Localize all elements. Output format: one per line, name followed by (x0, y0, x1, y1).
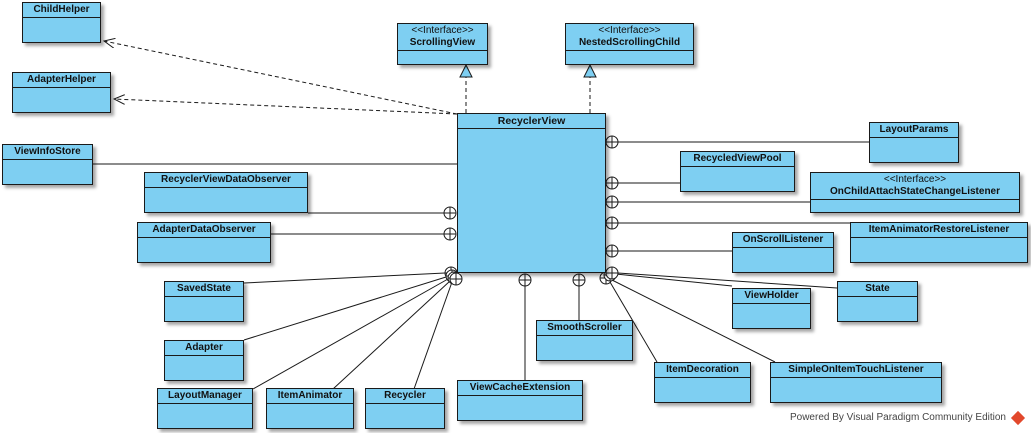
class-name: ItemAnimatorRestoreListener (851, 223, 1027, 238)
class-name: AdapterDataObserver (138, 223, 270, 238)
class-childhelper: ChildHelper (22, 2, 101, 43)
class-name: State (838, 282, 917, 297)
class-name: <<Interface>> NestedScrollingChild (566, 24, 693, 51)
class-viewcacheextension: ViewCacheExtension (457, 380, 583, 421)
class-name-text: OnChildAttachStateChangeListener (829, 186, 1001, 197)
visual-paradigm-logo-icon (1010, 410, 1026, 425)
class-itemanimator: ItemAnimator (266, 388, 354, 429)
class-name: LayoutManager (158, 389, 252, 404)
class-simpleonitemtouchlistener: SimpleOnItemTouchListener (770, 362, 942, 403)
class-state: State (837, 281, 918, 322)
class-name: SavedState (165, 282, 243, 297)
class-viewinfostore: ViewInfoStore (2, 144, 93, 185)
class-itemanimatorrestorelistener: ItemAnimatorRestoreListener (850, 222, 1028, 263)
class-name: OnScrollListener (733, 233, 833, 248)
class-recycledviewpool: RecycledViewPool (680, 151, 795, 192)
class-name: LayoutParams (870, 123, 958, 138)
class-savedstate: SavedState (164, 281, 244, 322)
class-name: SmoothScroller (537, 321, 632, 336)
class-layoutparams: LayoutParams (869, 122, 959, 163)
class-name: RecyclerViewDataObserver (145, 173, 307, 188)
class-adapterhelper: AdapterHelper (12, 72, 111, 113)
class-name: SimpleOnItemTouchListener (771, 363, 941, 378)
class-name: ViewHolder (733, 289, 810, 304)
class-name: RecyclerView (458, 114, 605, 129)
class-name: <<Interface>> OnChildAttachStateChangeLi… (811, 173, 1019, 200)
realization-triangle-scrollingview (459, 63, 473, 78)
stereotype: <<Interface>> (598, 25, 661, 36)
class-viewholder: ViewHolder (732, 288, 811, 329)
class-name: Recycler (366, 389, 444, 404)
stereotype: <<Interface>> (411, 25, 474, 36)
class-name: AdapterHelper (13, 73, 110, 88)
class-recycler: Recycler (365, 388, 445, 429)
class-name: ItemAnimator (267, 389, 353, 404)
class-smoothscroller: SmoothScroller (536, 320, 633, 361)
class-recyclerview: RecyclerView (457, 113, 606, 273)
class-adapter: Adapter (164, 340, 244, 381)
class-name: <<Interface>> ScrollingView (398, 24, 487, 51)
class-name: RecycledViewPool (681, 152, 794, 167)
class-nestedscrollingchild: <<Interface>> NestedScrollingChild (565, 23, 694, 65)
class-name: ChildHelper (23, 3, 100, 18)
class-name: ViewCacheExtension (458, 381, 582, 396)
class-name-text: NestedScrollingChild (578, 37, 681, 48)
class-name: ViewInfoStore (3, 145, 92, 160)
dependency-adapterhelper (114, 99, 458, 115)
class-itemdecoration: ItemDecoration (654, 362, 751, 403)
class-recyclerviewdataobserver: RecyclerViewDataObserver (144, 172, 308, 213)
class-scrollingview: <<Interface>> ScrollingView (397, 23, 488, 65)
stereotype: <<Interface>> (883, 174, 947, 185)
containment-lines (243, 141, 869, 390)
footer: Powered By Visual Paradigm Community Edi… (789, 410, 1026, 425)
footer-text: Powered By Visual Paradigm Community Edi… (789, 412, 1006, 423)
class-name-text: ScrollingView (409, 37, 476, 48)
class-name: ItemDecoration (655, 363, 750, 378)
class-adapterdataobserver: AdapterDataObserver (137, 222, 271, 263)
class-onchildattachstatechangelistener: <<Interface>> OnChildAttachStateChangeLi… (810, 172, 1020, 213)
class-onscrolllistener: OnScrollListener (732, 232, 834, 273)
class-layoutmanager: LayoutManager (157, 388, 253, 429)
containment-markers (443, 135, 619, 287)
realization-triangle-nestedscrollingchild (583, 63, 597, 78)
class-name: Adapter (165, 341, 243, 356)
